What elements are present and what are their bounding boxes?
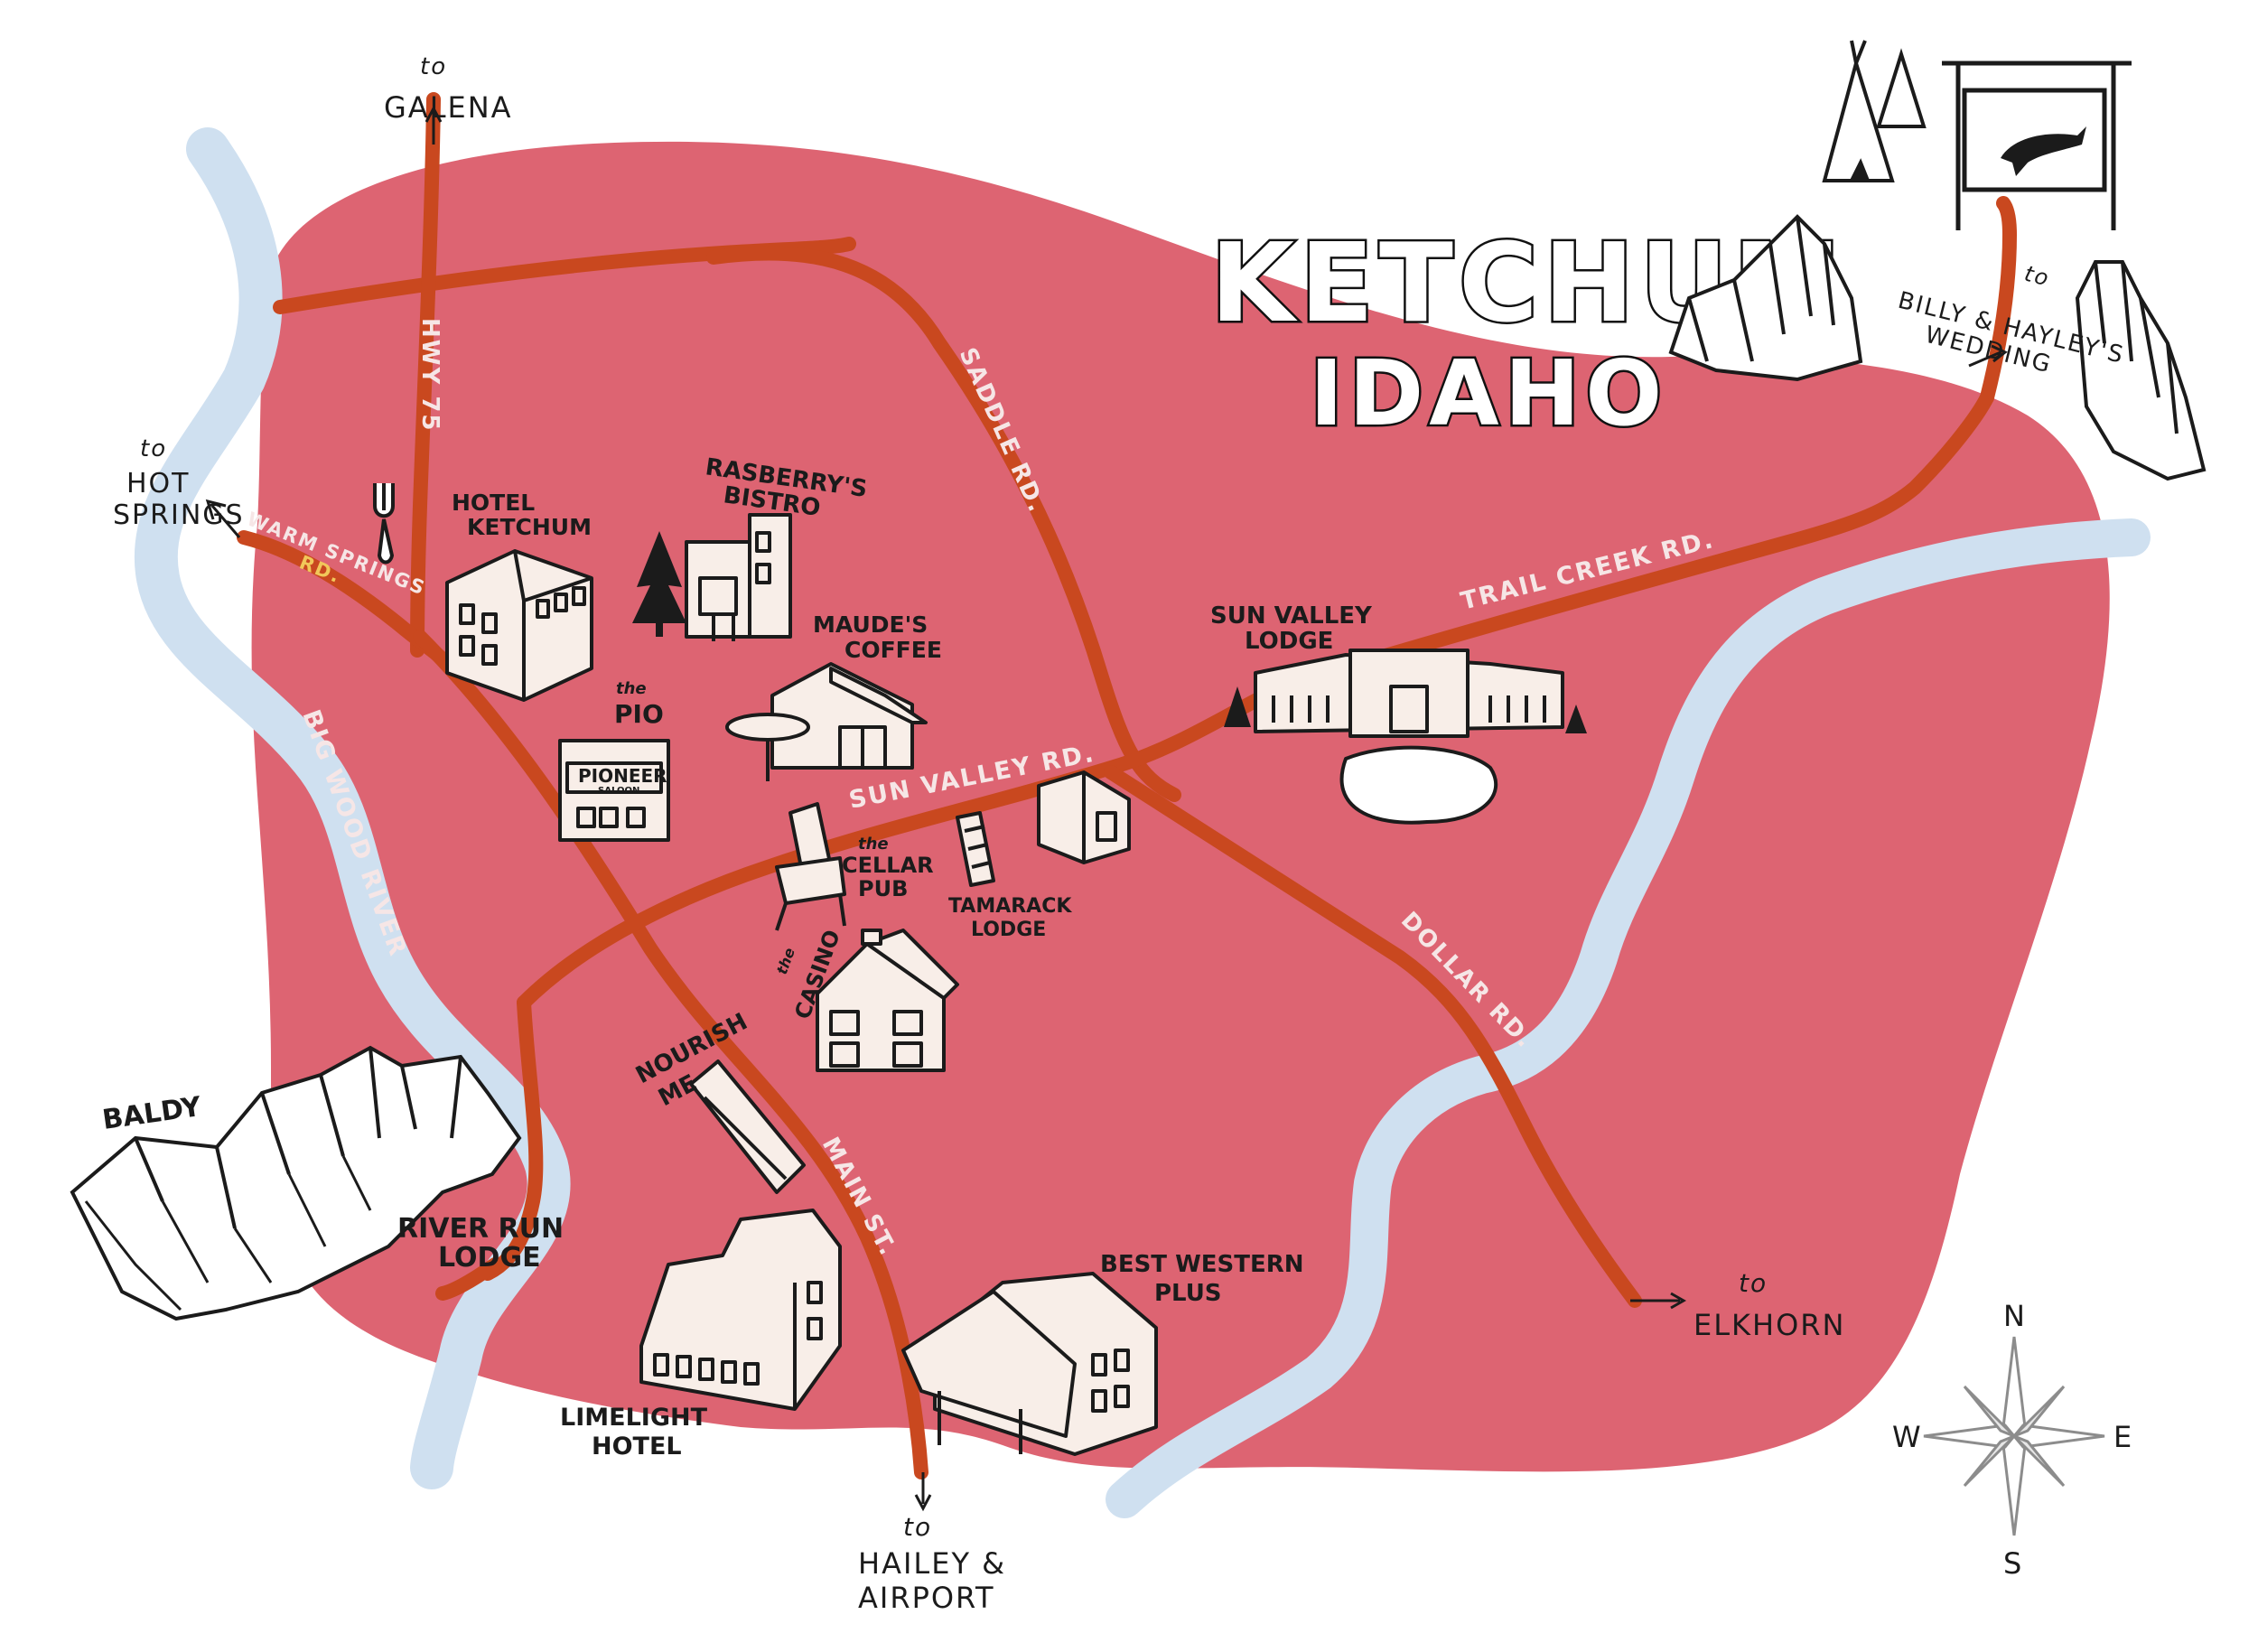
label-the-pio-1: the bbox=[616, 679, 647, 698]
pine-tree-icon bbox=[632, 531, 686, 637]
label-maudes-2: COFFEE bbox=[844, 637, 942, 663]
label-pioneer-sign-2: SALOON bbox=[598, 786, 639, 796]
teepee-icon bbox=[1822, 40, 1927, 182]
label-tamarack-1: TAMARACK bbox=[948, 895, 1072, 918]
label-hot-springs-2: SPRINGS bbox=[113, 499, 245, 531]
fork-icon bbox=[373, 483, 395, 565]
arrow-galena bbox=[425, 105, 443, 145]
roads bbox=[237, 92, 2017, 1479]
label-pioneer-sign-1: PIONEER bbox=[578, 765, 667, 787]
label-maudes-1: MAUDE'S bbox=[813, 611, 928, 638]
label-hotel-ketchum-2: KETCHUM bbox=[467, 514, 592, 540]
maudes-coffee-building bbox=[725, 662, 928, 781]
label-cellar-pub-3: PUB bbox=[858, 876, 908, 901]
arrow-hot-springs bbox=[205, 499, 241, 538]
sun-valley-road bbox=[517, 679, 1290, 1010]
label-the-pio-2: PIO bbox=[614, 699, 664, 729]
arrow-elkhorn bbox=[1630, 1292, 1687, 1310]
label-sun-valley-lodge-2: LODGE bbox=[1245, 628, 1333, 655]
sun-valley-lodge-building bbox=[1254, 649, 1564, 825]
label-best-western-1: BEST WESTERN bbox=[1100, 1251, 1304, 1278]
label-elkhorn: ELKHORN bbox=[1694, 1308, 1845, 1342]
label-limelight-2: HOTEL bbox=[592, 1433, 682, 1461]
label-galena: GALENA bbox=[384, 90, 513, 125]
buildings bbox=[445, 513, 1564, 1456]
sun-valley-south bbox=[481, 995, 544, 1281]
label-wedding-to: to bbox=[2022, 261, 2053, 292]
horse-sign-icon bbox=[1942, 61, 2132, 230]
label-best-western-2: PLUS bbox=[1154, 1280, 1222, 1307]
rasberrys-bistro-building bbox=[685, 513, 792, 641]
mountain-icon-baldy bbox=[70, 1045, 522, 1321]
label-hailey-to: to bbox=[903, 1512, 932, 1542]
nourish-me-building bbox=[689, 1059, 806, 1194]
pioneer-saloon-building bbox=[558, 739, 670, 842]
compass-rose-icon: N S W E bbox=[1892, 1299, 2132, 1581]
casino-building bbox=[816, 929, 959, 1072]
direction-arrows bbox=[205, 105, 2008, 1512]
trail-creek bbox=[1106, 518, 2151, 1518]
hotel-ketchum-building bbox=[445, 549, 593, 702]
tamarack-lodge-building bbox=[956, 811, 995, 887]
label-cellar-pub-2: CELLAR bbox=[842, 853, 934, 878]
best-western-building bbox=[901, 1272, 1158, 1456]
arrow-wedding bbox=[1968, 344, 2008, 368]
road-north bbox=[273, 237, 856, 314]
hwy-75 bbox=[410, 92, 441, 658]
saddle-road bbox=[706, 246, 1181, 802]
title-idaho: IDAHO bbox=[1310, 341, 1667, 446]
label-tamarack-2: LODGE bbox=[971, 919, 1046, 941]
label-baldy: BALDY bbox=[100, 1091, 204, 1136]
town-area bbox=[251, 141, 2110, 1472]
label-limelight-1: LIMELIGHT bbox=[560, 1404, 708, 1432]
cellar-pub-chair bbox=[775, 802, 846, 931]
pine-tree-icon-lodge bbox=[1224, 686, 1587, 733]
sun-valley-pond bbox=[1339, 745, 1498, 825]
label-galena-to: to bbox=[420, 53, 447, 80]
mountain-icon-east bbox=[1668, 214, 2207, 481]
big-wood-river bbox=[134, 127, 571, 1489]
main-street bbox=[413, 630, 928, 1479]
label-hailey-1: HAILEY & bbox=[858, 1546, 1006, 1581]
rivers bbox=[134, 127, 2151, 1518]
junction-building bbox=[1037, 770, 1131, 864]
label-elkhorn-to: to bbox=[1739, 1268, 1768, 1298]
compass-n: N bbox=[2003, 1299, 2025, 1333]
label-river-run-1: RIVER RUN bbox=[397, 1213, 564, 1245]
compass-s: S bbox=[2003, 1546, 2021, 1581]
place-labels: HOTEL KETCHUM RASBERRY'S BISTRO MAUDE'S … bbox=[100, 453, 1373, 1461]
label-hwy-75: HWY 75 bbox=[416, 318, 443, 433]
river-run-spur bbox=[435, 1257, 502, 1301]
arrow-hailey bbox=[914, 1472, 932, 1512]
label-cellar-pub-1: the bbox=[858, 835, 889, 854]
compass-w: W bbox=[1892, 1420, 1921, 1454]
label-hotel-ketchum-1: HOTEL bbox=[452, 490, 535, 516]
label-hot-springs-to: to bbox=[140, 435, 167, 462]
limelight-hotel-building bbox=[639, 1209, 842, 1411]
label-river-run-2: LODGE bbox=[438, 1242, 541, 1274]
label-sun-valley-lodge-1: SUN VALLEY bbox=[1210, 602, 1373, 630]
compass-e: E bbox=[2113, 1420, 2132, 1454]
label-hailey-2: AIRPORT bbox=[858, 1581, 995, 1615]
label-hot-springs-1: HOT bbox=[126, 468, 191, 499]
trail-creek-road bbox=[1275, 390, 1994, 694]
dollar-road bbox=[1104, 765, 1642, 1308]
